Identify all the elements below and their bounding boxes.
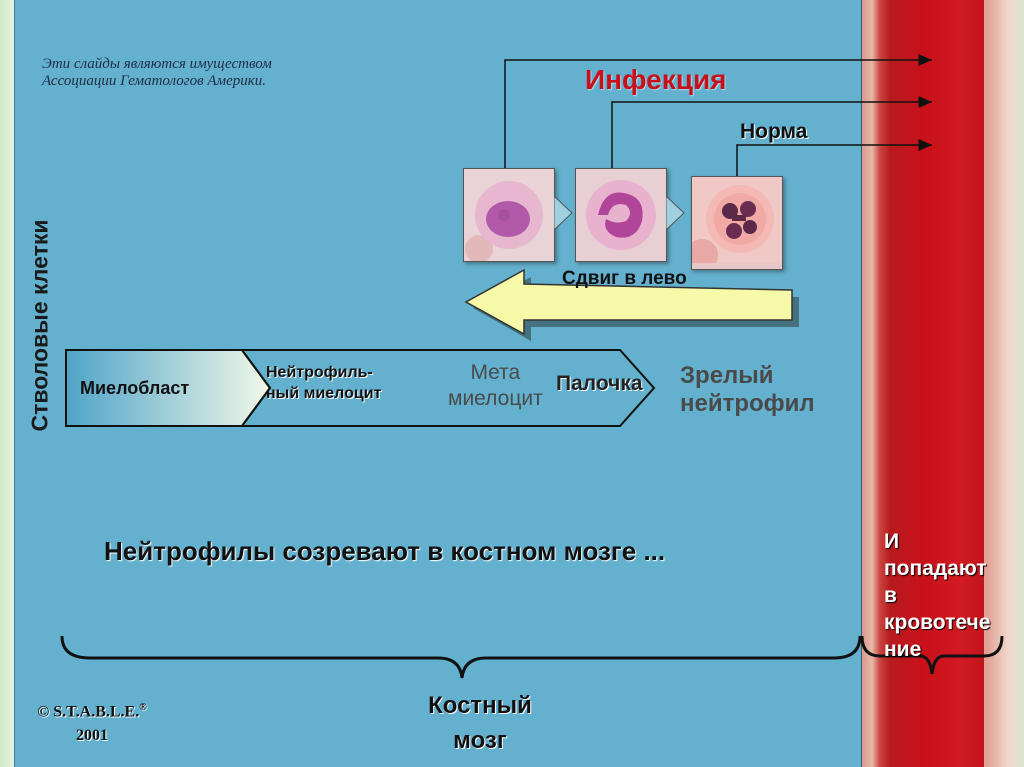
stage-band: Палочка xyxy=(556,372,643,395)
credit-line-2: Ассоциации Гематологов Америки. xyxy=(42,73,267,89)
registered-mark: ® xyxy=(139,702,147,713)
stem-cells-label: Стволовые клетки xyxy=(26,219,53,432)
stage-mature-line-1: Зрелый xyxy=(680,362,774,389)
copyright-year: 2001 xyxy=(76,727,108,745)
band-cell-image xyxy=(575,168,667,262)
cell-chevron-1 xyxy=(554,196,573,230)
stage-metamyelocyte-line-1: Мета xyxy=(470,361,521,384)
bone-marrow-label-line-1: Костный xyxy=(428,692,532,719)
stage-mature-neutrophil: Зрелый нейтрофил xyxy=(680,362,815,418)
stage-metamyelocyte: Мета миелоцит xyxy=(448,360,543,412)
left-shift-label: Сдвиг в лево xyxy=(562,268,687,289)
credit-line-1: Эти слайды являются имуществом xyxy=(42,56,272,72)
maturation-band xyxy=(65,349,656,427)
infection-connector-2 xyxy=(611,96,932,168)
vessel-caption-line-4: кровотече xyxy=(884,611,991,634)
copyright-owner: © S.T.A.B.L.E. xyxy=(37,703,140,721)
stage-neutrophil-myelocyte: Нейтрофиль- ный миелоцит xyxy=(266,362,381,404)
stage-metamyelocyte-line-2: миелоцит xyxy=(448,387,543,410)
stage-neutrophil-myelocyte-line-1: Нейтрофиль- xyxy=(266,364,373,381)
vessel-caption: И попадают в кровотече ние xyxy=(884,528,1024,663)
metamyelocyte-cell-image xyxy=(463,168,555,262)
left-margin-strip xyxy=(0,0,14,767)
vessel-caption-line-5: ние xyxy=(884,638,922,661)
copyright: © S.T.A.B.L.E.® 2001 xyxy=(22,696,162,748)
vessel-brace xyxy=(860,635,1004,675)
stage-myeloblast: Миелобласт xyxy=(80,378,190,398)
headline: Нейтрофилы созревают в костном мозге ... xyxy=(104,536,666,566)
bone-marrow-label-line-2: мозг xyxy=(453,727,507,754)
left-shift-arrow xyxy=(464,268,799,341)
bone-marrow-brace xyxy=(60,635,862,679)
norm-connector xyxy=(736,139,932,176)
vessel-caption-line-3: в xyxy=(884,584,897,607)
norm-label: Норма xyxy=(740,120,808,143)
vessel-caption-line-1: И xyxy=(884,530,900,553)
mature-neutrophil-image xyxy=(691,176,783,270)
stage-neutrophil-myelocyte-line-2: ный миелоцит xyxy=(266,385,382,402)
vessel-wall xyxy=(984,0,1024,767)
infection-label: Инфекция xyxy=(585,64,727,95)
credit-note: Эти слайды являются имуществом Ассоциаци… xyxy=(42,56,272,90)
bone-marrow-label: Костный мозг xyxy=(400,688,560,758)
stage-mature-line-2: нейтрофил xyxy=(680,390,815,417)
infection-connector-1 xyxy=(504,54,932,168)
vessel-caption-line-2: попадают xyxy=(884,557,987,580)
cell-chevron-2 xyxy=(666,196,685,230)
